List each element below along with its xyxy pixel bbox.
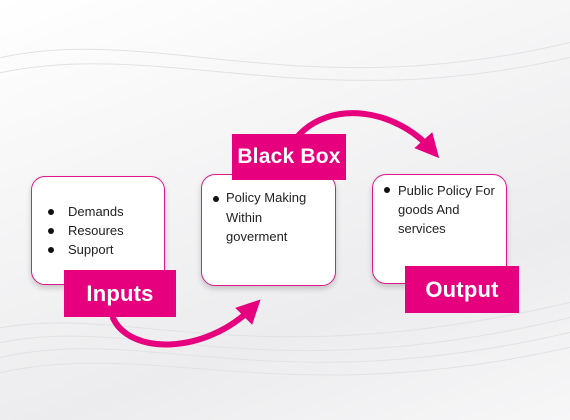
inputs-label: Inputs [64,270,176,317]
black-box-line-3: goverment [226,229,288,244]
output-bullet-icon [384,187,390,193]
inputs-item-resources: Resoures [48,221,124,240]
black-box-bullet-icon [213,196,219,202]
arrow-inputs-to-black-box [110,299,261,348]
inputs-list: Demands Resoures Support [48,202,124,259]
output-line-2: goods And [398,202,460,217]
black-box-label: Black Box [232,134,346,180]
output-label: Output [405,266,519,313]
output-box: Public Policy For goods And services [372,174,507,284]
black-box-box: Policy Making Within goverment [201,174,336,286]
output-line-1: Public Policy For [398,183,495,198]
inputs-item-support: Support [48,240,124,259]
arrow-black-box-to-output [295,110,440,159]
inputs-box: Demands Resoures Support [31,176,165,285]
black-box-line-2: Within [226,210,263,225]
black-box-line-1: Policy Making [226,190,307,205]
inputs-item-demands: Demands [48,202,124,221]
output-line-3: services [398,221,446,236]
